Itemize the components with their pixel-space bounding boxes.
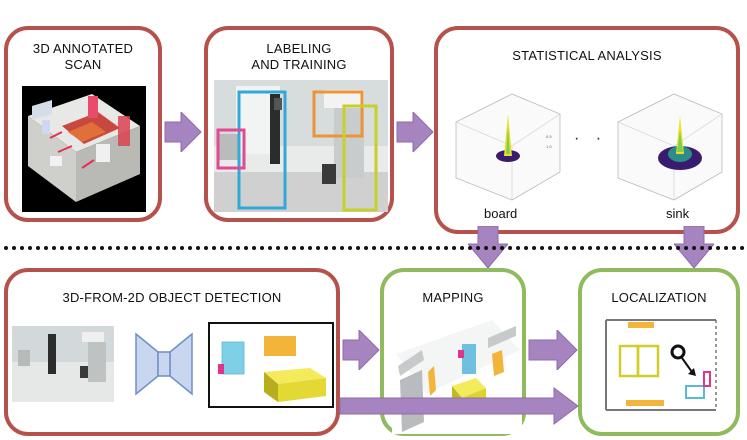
statistical-analysis-box: STATISTICAL ANALYSIS 0.5 1.0 · · · board… — [434, 26, 740, 234]
localization-title: LOCALIZATION — [611, 290, 707, 305]
object-detection-title: 3D-FROM-2D OBJECT DETECTION — [62, 290, 282, 305]
arrow-detection-to-localization — [339, 387, 579, 425]
sink-label: sink — [666, 206, 690, 221]
arrow-labeling-to-stats — [396, 112, 434, 152]
detection-input-photo — [12, 326, 114, 402]
labeling-photo — [214, 80, 388, 212]
labeling-training-box: LABELING AND TRAINING — [204, 26, 394, 222]
sink-distribution-plot — [617, 93, 723, 201]
svg-text:0.5: 0.5 — [546, 134, 552, 139]
labeling-training-title-line1: LABELING — [266, 41, 332, 56]
annotated-scan-title-line1: 3D ANNOTATED — [32, 41, 134, 56]
mapping-title: MAPPING — [422, 290, 484, 305]
arrow-detection-to-mapping — [342, 330, 380, 370]
board-distribution-plot: 0.5 1.0 — [455, 93, 561, 201]
annotated-scan-image — [22, 86, 146, 212]
object-detection-box: 3D-FROM-2D OBJECT DETECTION — [4, 268, 340, 436]
annotated-scan-title: 3D ANNOTATED SCAN — [8, 41, 158, 73]
section-divider — [4, 246, 745, 250]
board-label: board — [484, 206, 518, 221]
annotated-scan-title-line2: SCAN — [64, 57, 102, 72]
localization-box: LOCALIZATION — [578, 268, 740, 436]
svg-text:1.0: 1.0 — [546, 144, 552, 149]
arrow-scan-to-labeling — [164, 112, 202, 152]
arrow-mapping-to-localization — [528, 330, 578, 370]
labeling-training-title-line2: AND TRAINING — [251, 57, 347, 72]
distribution-ellipsis: · · · — [574, 130, 629, 147]
detected-3d-boxes — [208, 322, 334, 408]
neural-network-icon — [135, 332, 193, 396]
labeling-training-title: LABELING AND TRAINING — [208, 41, 390, 73]
statistical-analysis-title: STATISTICAL ANALYSIS — [512, 48, 662, 63]
annotated-scan-box: 3D ANNOTATED SCAN — [4, 26, 162, 222]
localization-floorplan — [602, 316, 720, 432]
